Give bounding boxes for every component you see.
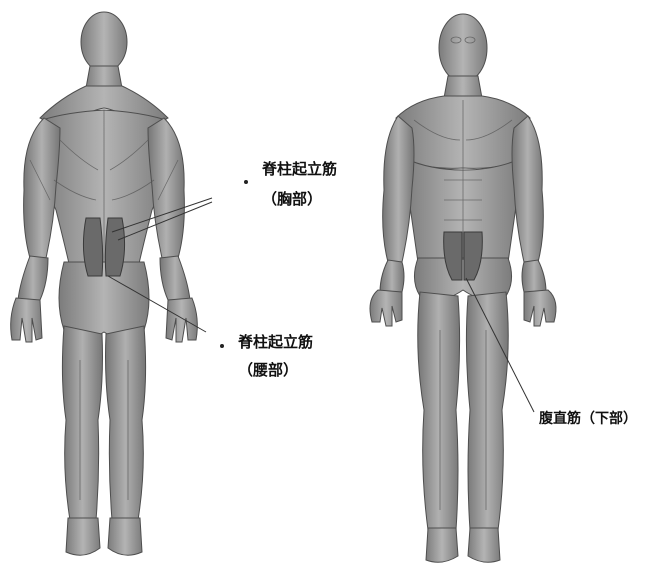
- leader-dot-thoracic: [244, 180, 248, 184]
- label-erector-spinae-thoracic-part: （胸部）: [262, 190, 322, 208]
- label-erector-spinae-lumbar-part: （腰部）: [238, 361, 298, 379]
- leader-dots: [220, 180, 248, 348]
- label-rectus-abdominis-lower: 腹直筋（下部）: [539, 410, 637, 428]
- front-view-figure: [370, 14, 556, 562]
- back-view-figure: [11, 12, 198, 555]
- label-erector-spinae-lumbar-name: 脊柱起立筋: [238, 333, 313, 351]
- leader-dot-lumbar: [220, 344, 224, 348]
- label-erector-spinae-thoracic-name: 脊柱起立筋: [262, 160, 337, 178]
